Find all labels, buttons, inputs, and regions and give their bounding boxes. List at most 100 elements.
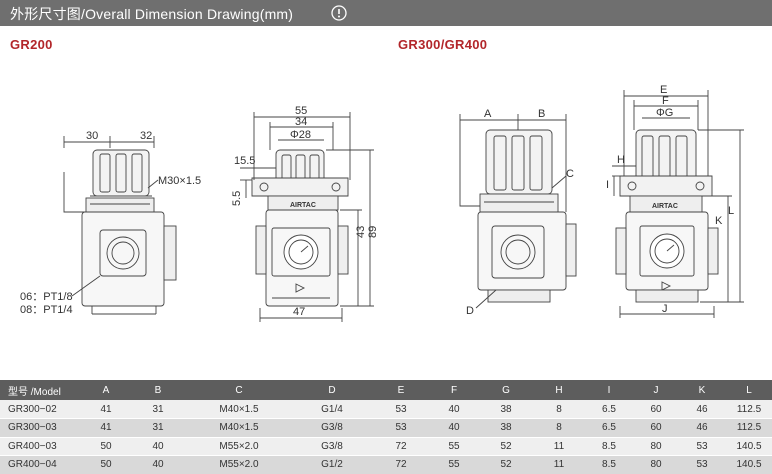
gr300-dim-h: H — [617, 154, 625, 166]
gr300-dim-j: J — [662, 303, 668, 315]
header-c: C — [186, 380, 292, 400]
cell-e: 53 — [372, 418, 430, 438]
table-row: GR300−02 41 31 M40×1.5 G1/4 53 40 38 8 6… — [0, 400, 772, 419]
gr200-dim-43: 43 — [355, 226, 367, 238]
cell-i: 6.5 — [584, 400, 634, 419]
info-scroll-icon[interactable] — [331, 5, 347, 21]
spec-table: 型号 /Model A B C D E F G H I J K L GR300−… — [0, 380, 772, 474]
gr200-dim-5-5: 5.5 — [231, 191, 243, 206]
cell-model: GR400−04 — [0, 455, 82, 474]
cell-l: 140.5 — [726, 437, 772, 456]
cell-b: 40 — [130, 437, 186, 456]
cell-d: G1/2 — [292, 455, 372, 474]
gr200-dim-55: 55 — [295, 105, 307, 117]
cell-e: 72 — [372, 455, 430, 474]
cell-h: 11 — [534, 455, 584, 474]
cell-l: 112.5 — [726, 400, 772, 419]
table-row: GR400−04 50 40 M55×2.0 G1/2 72 55 52 11 … — [0, 455, 772, 474]
gr300-dim-l: L — [728, 205, 734, 217]
cell-f: 40 — [430, 400, 478, 419]
header-bar: 外形尺寸图/Overall Dimension Drawing(mm) — [0, 0, 772, 26]
cell-a: 41 — [82, 418, 130, 438]
cell-g: 52 — [478, 455, 534, 474]
cell-e: 53 — [372, 400, 430, 419]
cell-k: 46 — [678, 400, 726, 419]
header-l: L — [726, 380, 772, 400]
gr300-dim-e: E — [660, 84, 667, 96]
gr300-dim-phig: ΦG — [656, 107, 673, 119]
cell-c: M40×1.5 — [186, 400, 292, 419]
cell-f: 40 — [430, 418, 478, 438]
dimension-drawing: AIRTAC 30 32 M30×1.5 06：PT1/8 08：PT1/4 — [20, 84, 744, 322]
cell-model: GR300−02 — [0, 400, 82, 419]
gr200-front-view: AIRTAC — [240, 112, 374, 322]
cell-g: 38 — [478, 400, 534, 419]
table-header-row: 型号 /Model A B C D E F G H I J K L — [0, 380, 772, 400]
gr200-dim-47: 47 — [293, 306, 305, 318]
header-h: H — [534, 380, 584, 400]
header-model: 型号 /Model — [0, 380, 82, 400]
header-b: B — [130, 380, 186, 400]
cell-k: 53 — [678, 437, 726, 456]
gr300-dim-c: C — [566, 168, 574, 180]
cell-model: GR300−03 — [0, 418, 82, 438]
gr200-dim-89: 89 — [367, 226, 379, 238]
cell-g: 38 — [478, 418, 534, 438]
gr200-port-note-08: 08：PT1/4 — [20, 304, 73, 316]
gr200-dim-30: 30 — [86, 130, 98, 142]
cell-a: 50 — [82, 437, 130, 456]
cell-j: 80 — [634, 455, 678, 474]
gr300-side-view — [459, 114, 577, 309]
cell-l: 112.5 — [726, 418, 772, 438]
cell-f: 55 — [430, 455, 478, 474]
gr200-dim-15-5: 15.5 — [234, 155, 255, 167]
gr200-side-view — [63, 136, 177, 315]
cell-h: 11 — [534, 437, 584, 456]
gr300-dim-a: A — [484, 108, 492, 120]
gr300-dim-d: D — [466, 305, 474, 317]
cell-k: 46 — [678, 418, 726, 438]
cell-k: 53 — [678, 455, 726, 474]
cell-g: 52 — [478, 437, 534, 456]
header-d: D — [292, 380, 372, 400]
cell-l: 140.5 — [726, 455, 772, 474]
cell-b: 40 — [130, 455, 186, 474]
header-g: G — [478, 380, 534, 400]
gr200-dim-32: 32 — [140, 130, 152, 142]
table-row: GR400−03 50 40 M55×2.0 G3/8 72 55 52 11 … — [0, 437, 772, 456]
gr300-dim-b: B — [538, 108, 545, 120]
gr200-brand: AIRTAC — [290, 202, 316, 209]
table-row: GR300−03 41 31 M40×1.5 G3/8 53 40 38 8 6… — [0, 418, 772, 438]
cell-j: 80 — [634, 437, 678, 456]
header-f: F — [430, 380, 478, 400]
cell-i: 6.5 — [584, 418, 634, 438]
cell-a: 50 — [82, 455, 130, 474]
cell-d: G3/8 — [292, 437, 372, 456]
header-i: I — [584, 380, 634, 400]
gr300-brand: AIRTAC — [652, 203, 678, 210]
gr200-title: GR200 — [10, 37, 53, 52]
cell-b: 31 — [130, 418, 186, 438]
cell-h: 8 — [534, 400, 584, 419]
gr300-dim-k: K — [715, 215, 723, 227]
cell-c: M40×1.5 — [186, 418, 292, 438]
gr200-dim-phi28: Φ28 — [290, 129, 311, 141]
header-e: E — [372, 380, 430, 400]
cell-model: GR400−03 — [0, 437, 82, 456]
cell-c: M55×2.0 — [186, 437, 292, 456]
cell-h: 8 — [534, 418, 584, 438]
cell-j: 60 — [634, 400, 678, 419]
cell-i: 8.5 — [584, 437, 634, 456]
header-k: K — [678, 380, 726, 400]
cell-b: 31 — [130, 400, 186, 419]
cell-j: 60 — [634, 418, 678, 438]
gr200-thread-label: M30×1.5 — [158, 175, 201, 187]
header-j: J — [634, 380, 678, 400]
gr200-port-note-06: 06：PT1/8 — [20, 291, 73, 303]
page-title: 外形尺寸图/Overall Dimension Drawing(mm) — [10, 6, 294, 22]
cell-d: G1/4 — [292, 400, 372, 419]
gr300-dim-i: I — [606, 179, 609, 191]
gr300-front-view: AIRTAC — [612, 90, 744, 318]
cell-d: G3/8 — [292, 418, 372, 438]
cell-a: 41 — [82, 400, 130, 419]
